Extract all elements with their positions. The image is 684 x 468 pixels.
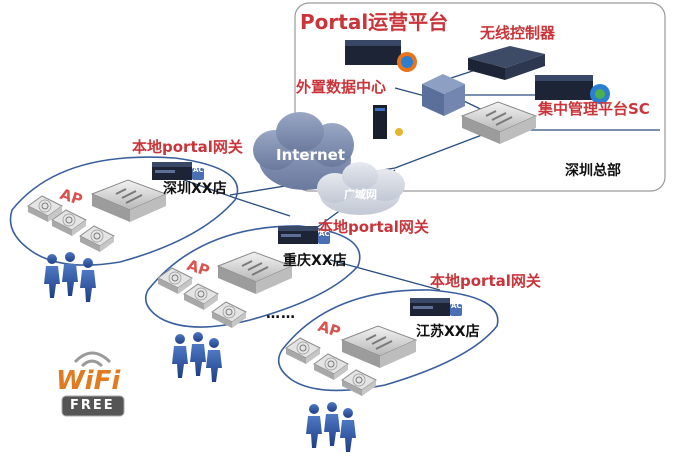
branch-switch-icon [91,179,167,223]
wifi-free-logo [61,351,125,417]
branch-gateway-label: 本地portal网关 [318,218,429,236]
internet-label: Internet [276,146,346,164]
ac-badge: AC [451,302,462,310]
platform-title: Portal运营平台 [300,10,449,34]
wan-label: 广域网 [344,188,377,201]
ap-icon [341,369,377,397]
central-storage-cube [422,74,465,116]
external-data-center-server [345,40,417,72]
external-data-center-label: 外置数据中心 [296,78,387,96]
branch-outlines [9,156,499,392]
branch-store-label: 重庆XX店 [283,253,347,269]
free-logo-text: FREE [70,398,115,413]
central-mgmt-label: 集中管理平台SC [538,100,650,118]
ap-icon [211,301,247,329]
branch-switch-icon [341,325,417,369]
ac-badge: AC [319,230,330,238]
wireless-controller-label: 无线控制器 [480,24,556,42]
wan-cloud [317,162,405,215]
ap-icon [79,225,115,253]
branch-store-label: 江苏XX店 [416,324,480,340]
branch-switch-icon [217,251,293,295]
branch-gateway-label: 本地portal网关 [430,272,541,290]
wireless-controller-device [468,46,545,80]
ap-icon [183,283,219,311]
branch-gateway-label: 本地portal网关 [132,138,243,156]
hq-name-label: 深圳总部 [565,163,621,179]
ap-icon [313,353,349,381]
ac-badge: AC [193,166,204,174]
wifi-logo-text: WiFi [56,366,121,396]
ap-icon [285,337,321,365]
central-mgmt-server [535,75,610,104]
storage-server-icon [373,105,403,139]
branch-store-label: 深圳XX店 [163,181,227,197]
ellipsis-label: …… [266,306,296,322]
